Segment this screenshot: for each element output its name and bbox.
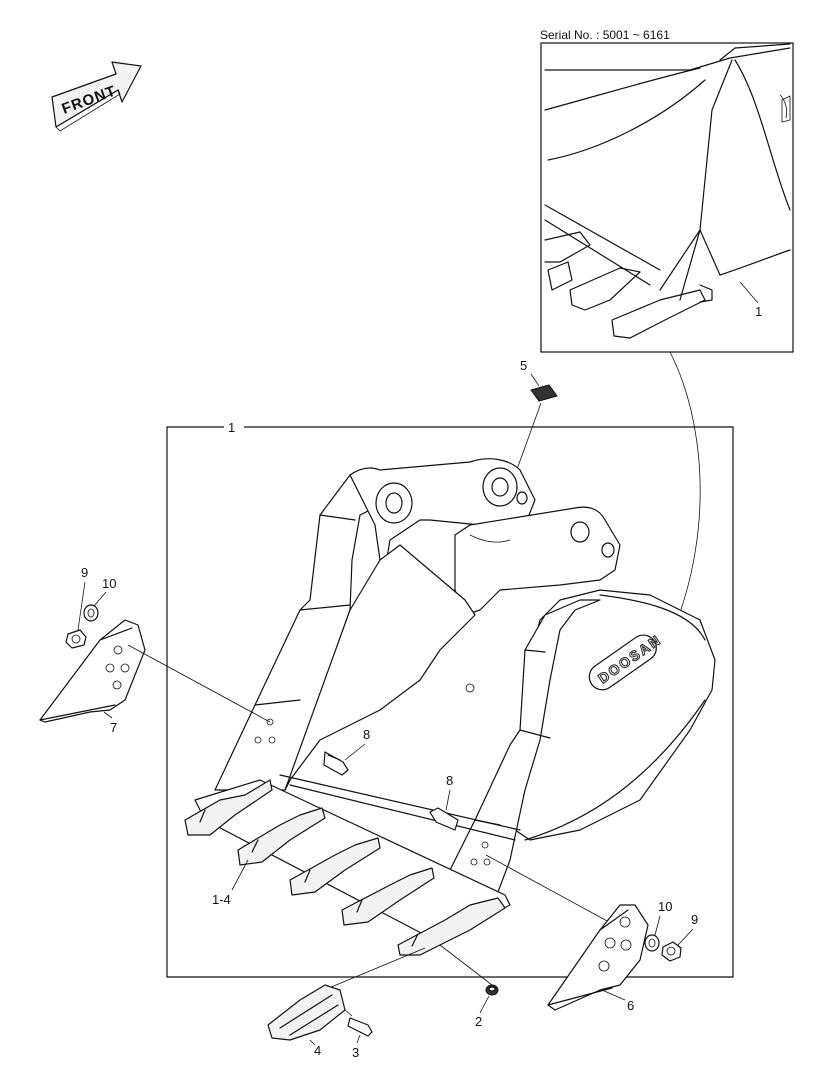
callout-inset-bucket: 1 — [755, 304, 762, 319]
bolt-left: 8 — [323, 727, 370, 776]
bucket-body: DOOSAN — [214, 458, 716, 931]
callout-decal: 5 — [520, 358, 527, 373]
serial-number-label: Serial No. : 5001 ~ 6161 — [540, 28, 670, 42]
lock-part: 2 — [439, 944, 499, 1029]
bolt-right: 8 — [429, 773, 459, 831]
callout-side-cutter-right: 6 — [627, 998, 634, 1013]
left-side-cutter-group: 9 10 7 — [39, 565, 271, 735]
callout-washer-left: 10 — [102, 576, 116, 591]
callout-bucket-assembly: 1 — [228, 420, 235, 435]
front-arrow: FRONT — [51, 61, 142, 132]
callout-nut-right: 9 — [691, 912, 698, 927]
tooth-point-group: 4 3 — [267, 947, 426, 1060]
callout-tooth-point: 4 — [314, 1043, 321, 1058]
callout-side-cutter-left: 7 — [110, 720, 117, 735]
callout-pin: 3 — [352, 1045, 359, 1060]
teeth-row: 1-4 — [184, 779, 511, 956]
assembly-frame: 1 — [166, 420, 734, 978]
callout-bolt-left: 8 — [363, 727, 370, 742]
inset-detail: 1 — [540, 42, 794, 353]
callout-bolt-right: 8 — [446, 773, 453, 788]
callout-lock: 2 — [475, 1014, 482, 1029]
callout-washer-right: 10 — [658, 899, 672, 914]
callout-tooth-adapter: 1-4 — [212, 892, 231, 907]
right-side-cutter-group: 6 10 9 — [485, 854, 698, 1013]
callout-nut-left: 9 — [81, 565, 88, 580]
